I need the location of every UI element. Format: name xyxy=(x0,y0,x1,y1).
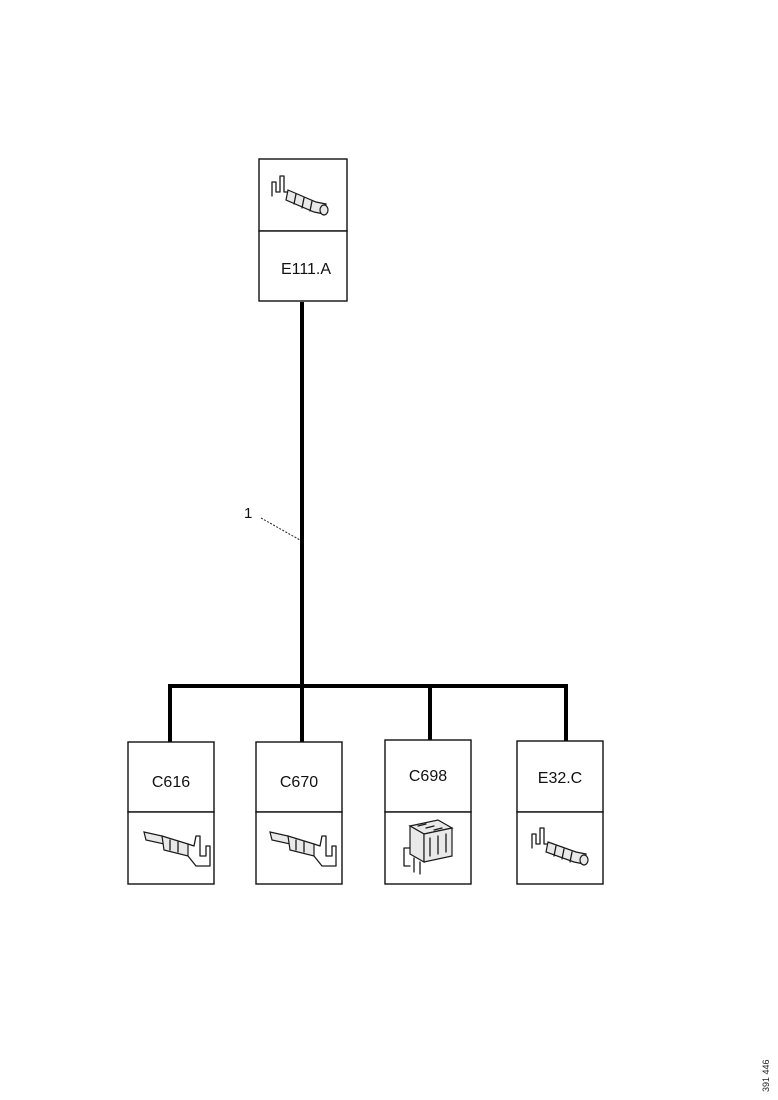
connector-e32c[interactable]: E32.C xyxy=(516,740,604,885)
connector-label-cell xyxy=(255,741,343,813)
connector-housing-icon xyxy=(403,819,454,875)
document-number: 391 446 xyxy=(761,1059,771,1092)
wire-callout: 1 xyxy=(244,505,301,541)
connector-label-cell xyxy=(384,739,472,813)
female-terminal-icon xyxy=(271,175,329,216)
male-terminal-icon xyxy=(269,831,337,867)
connector-e111a[interactable]: E111.A xyxy=(258,158,348,302)
connector-c698[interactable]: C698 xyxy=(384,739,472,885)
wire-harness xyxy=(168,302,568,742)
connector-label: E32.C xyxy=(538,770,582,787)
callout-leader-line xyxy=(260,517,301,541)
male-terminal-icon xyxy=(143,831,211,867)
wire-callout-number: 1 xyxy=(244,505,252,522)
connector-label: E111.A xyxy=(281,261,331,278)
connector-label: C698 xyxy=(409,768,447,785)
connector-c670[interactable]: C670 xyxy=(255,741,343,885)
connector-label-cell xyxy=(127,741,215,813)
connector-c616[interactable]: C616 xyxy=(127,741,215,885)
female-terminal-icon xyxy=(531,827,589,866)
connector-label-cell xyxy=(516,740,604,813)
connector-label-cell xyxy=(258,230,348,302)
connector-label: C616 xyxy=(152,774,190,791)
connector-label: C670 xyxy=(280,774,318,791)
